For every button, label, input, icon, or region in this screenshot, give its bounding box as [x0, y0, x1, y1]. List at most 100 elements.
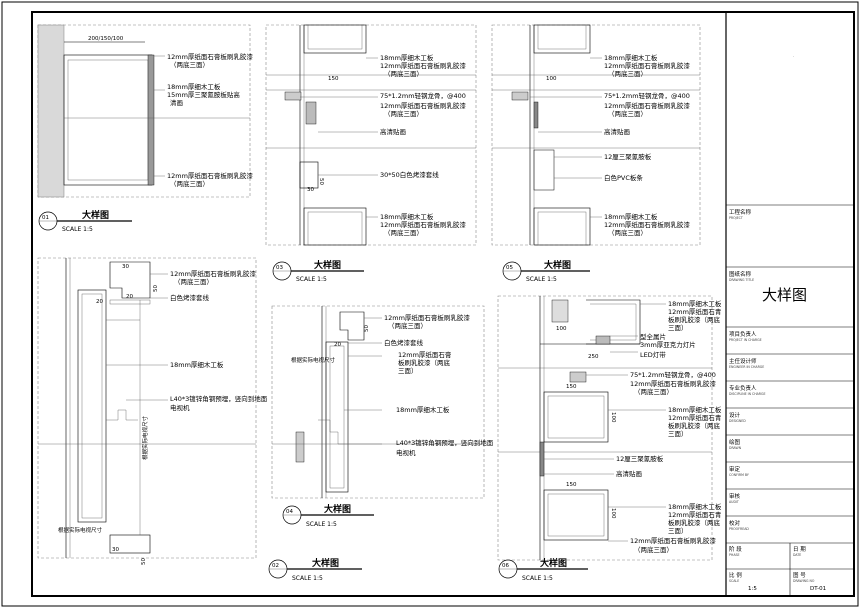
d06-dim-100b: 100 [610, 412, 616, 423]
d04-note-8: L40*3镀锌角钢预埋，竖向到地面 [396, 438, 494, 447]
date-label: 日 期 [793, 546, 806, 553]
d06-number: 06 [502, 563, 509, 569]
detail-03: 150 50 30 18mm厚细木工板 12mm厚纸面石膏板刷乳胶漆 （两底三面… [265, 24, 477, 283]
d05-note-1: 18mm厚细木工板 [604, 53, 658, 62]
d06-note-5: 型全属片 [640, 332, 666, 341]
row-drawn-en: DRAWN [729, 446, 742, 450]
d02-dim-50b: 50 [141, 558, 147, 565]
scale-value: 1:5 [748, 586, 757, 592]
d06-note-11: 18mm厚细木工板 [668, 405, 722, 414]
d06-note-1: 18mm厚细木工板 [668, 299, 722, 308]
d04-scale: SCALE 1:5 [306, 521, 337, 528]
d02-bottom-label: 根据实际电视尺寸 [58, 526, 103, 534]
d02-dim-30b: 30 [112, 547, 119, 553]
d01-dimension: 200/150/100 [88, 36, 124, 42]
d06-note-4: 三面） [668, 324, 688, 332]
d06-note-20: 三面） [668, 527, 688, 535]
d05-note-7: 高清贴画 [604, 127, 630, 136]
d02-dim-30a: 30 [122, 264, 129, 270]
d02-number: 02 [272, 563, 279, 569]
d06-note-12: 12mm厚纸面石青 [668, 413, 722, 422]
d02-note-3: 白色烤漆套线 [170, 293, 210, 302]
row-proofread-en: PROOFREAD [729, 527, 749, 531]
d04-side-label: 根据实际电视尺寸 [291, 356, 336, 364]
drawing-title-value: 大样图 [762, 286, 807, 304]
d06-note-19: 板刷乳胶漆（两底 [668, 518, 721, 527]
d04-note-6: 三面） [398, 367, 418, 375]
row-audit-en: AUDIT [729, 500, 739, 504]
d05-note-4: 75*1.2mm轻钢龙骨，@400 [604, 91, 690, 100]
d06-scale: SCALE 1:5 [522, 575, 553, 582]
d05-dim-100: 100 [546, 76, 557, 82]
d05-number: 05 [506, 265, 513, 271]
d01-note-7: （两底三面） [170, 179, 209, 188]
d02-note-1: 12mm厚纸面石膏板刷乳胶漆 [170, 269, 256, 278]
d02-dim-20b: 20 [96, 299, 103, 305]
row-discipline-in-charge-en: DISCIPLINE IN CHARGE [729, 392, 765, 396]
title-block: · 工程名称 PROJECT 图纸名称 DRAWING TITLE 大样图 项目… [725, 12, 854, 596]
d03-note-10: 12mm厚纸面石膏板刷乳胶漆 [380, 220, 466, 229]
d06-note-3: 板刷乳胶漆（两底 [668, 315, 721, 324]
d06-note-22: （两底三面） [634, 545, 673, 554]
d04-note-1: 12mm厚纸面石膏板刷乳胶漆 [384, 313, 470, 322]
d06-note-15: 12厘三聚氰胺板 [616, 454, 664, 463]
d03-note-6: （两底三面） [384, 109, 423, 118]
row-confirm-by: 审定 [729, 465, 741, 473]
scale-label: 比 例 [729, 571, 742, 579]
d02-note-5: L40*3镀锌角钢预埋，竖向到地面 [170, 394, 268, 403]
d06-note-21: 12mm厚纸面石膏板刷乳胶漆 [630, 536, 716, 545]
d06-note-13: 板刷乳胶漆（两底 [668, 421, 721, 430]
d02-dim-50a: 50 [153, 285, 159, 292]
svg-text:·: · [793, 55, 794, 59]
d06-note-6: 3mm厚亚克力灯片 [640, 340, 696, 349]
d06-dim-100c: 100 [610, 508, 616, 519]
d05-note-10: 18mm厚细木工板 [604, 212, 658, 221]
detail-01: 200/150/100 12mm厚纸面石膏板刷乳胶漆 （两底三面） 18mm厚细… [37, 24, 253, 233]
d03-note-3: （两底三面） [384, 69, 423, 78]
row-designed: 设计 [729, 411, 741, 419]
d01-number: 01 [42, 215, 49, 221]
d06-dim-250: 250 [588, 354, 599, 360]
d02-title: 大样图 [312, 557, 339, 569]
d03-note-8: 30*50白色烤漆套线 [380, 170, 439, 179]
d02-note-2: （两底三面） [174, 277, 213, 286]
project-name-label-en: PROJECT [729, 216, 743, 220]
d02-note-4: 18mm厚细木工板 [170, 360, 224, 369]
project-name-label: 工程名称 [729, 208, 752, 216]
d06-note-7: LED灯带 [640, 350, 666, 359]
d01-scale: SCALE 1:5 [62, 226, 93, 233]
d01-note-3: 18mm厚细木工板 [167, 82, 221, 91]
row-drawn: 绘图 [729, 438, 741, 446]
detail-05: 100 18mm厚细木工板 12mm厚纸面石膏板刷乳胶漆 （两底三面） 75*1… [491, 24, 701, 283]
inner-frame [31, 11, 855, 597]
d06-note-14: 三面） [668, 430, 688, 438]
d04-note-5: 板刷乳胶漆（两底 [398, 358, 451, 367]
d05-scale: SCALE 1:5 [526, 276, 557, 283]
d03-scale: SCALE 1:5 [296, 276, 327, 283]
detail-02: 30 20 50 20 30 50 根据实际电视尺寸 根据实际电视尺寸 12mm… [37, 257, 362, 582]
d06-note-2: 12mm厚纸面石青 [668, 307, 722, 316]
d04-number: 04 [286, 509, 293, 515]
d06-note-18: 12mm厚纸面石青 [668, 510, 722, 519]
d05-note-3: （两底三面） [608, 69, 647, 78]
drawing-no-label: 图 号 [793, 571, 806, 579]
drawing-no-label-en: DRAWING NO [793, 579, 815, 583]
d04-note-9: 电视机 [396, 448, 416, 457]
d05-note-9: 白色PVC板条 [604, 173, 643, 182]
d05-note-12: （两底三面） [608, 228, 647, 237]
d02-scale: SCALE 1:5 [292, 575, 323, 582]
d03-note-9: 18mm厚细木工板 [380, 212, 434, 221]
scale-label-en: SCALE [729, 579, 739, 583]
d03-note-2: 12mm厚纸面石膏板刷乳胶漆 [380, 61, 466, 70]
d05-note-11: 12mm厚纸面石膏板刷乳胶漆 [604, 220, 690, 229]
d03-dim-150: 150 [328, 76, 339, 82]
d06-note-16: 高清贴画 [616, 469, 642, 478]
d05-note-8: 12厘三聚氰胺板 [604, 152, 652, 161]
date-label-en: DATE [793, 553, 801, 557]
d03-dim-50: 50 [318, 178, 324, 185]
d06-note-9: 12mm厚纸面石膏板刷乳胶漆 [630, 379, 716, 388]
row-project-in-charge-en: PROJECT IN CHARGE [729, 338, 762, 342]
d04-note-2: （两底三面） [388, 321, 427, 330]
row-audit: 审核 [729, 492, 741, 500]
row-designed-en: DESIGNED [729, 419, 746, 423]
